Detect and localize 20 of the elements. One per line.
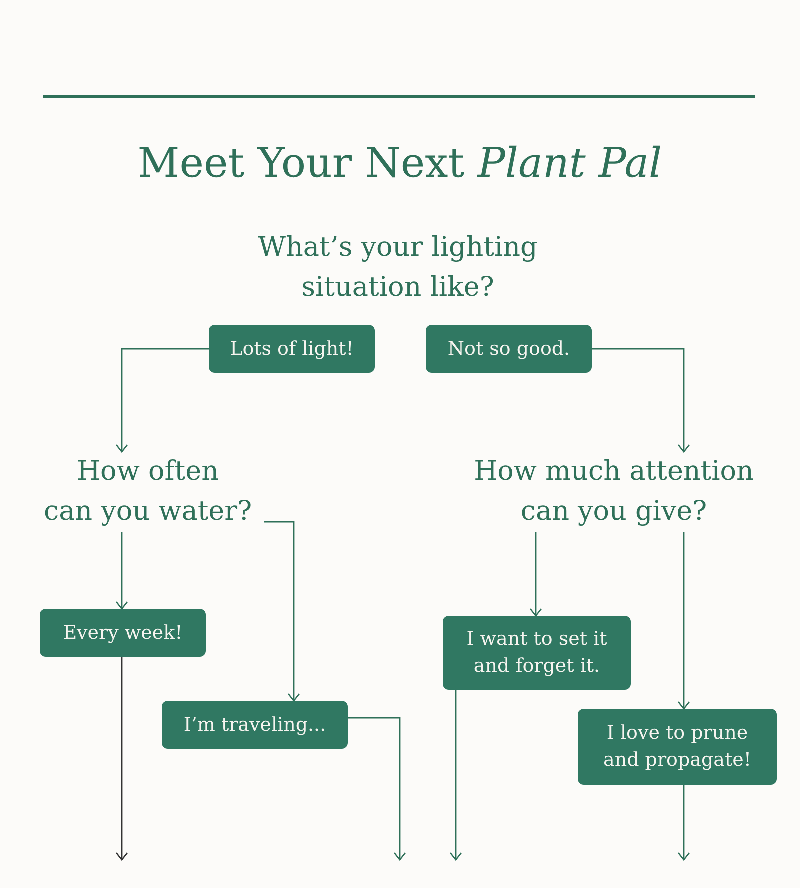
arrow <box>348 717 406 861</box>
answer-box: Lots of light! <box>209 325 375 373</box>
arrow <box>530 532 542 617</box>
answer-box: Not so good. <box>426 325 592 373</box>
arrow <box>678 785 690 861</box>
arrow <box>116 657 128 861</box>
arrow <box>116 532 128 610</box>
question-text: How often can you water? <box>32 452 264 532</box>
arrow <box>264 521 300 702</box>
arrow <box>450 690 462 861</box>
answer-box: I love to prune and propagate! <box>578 709 777 785</box>
arrow <box>592 348 690 453</box>
arrow <box>116 348 209 453</box>
question-text: What’s your lighting situation like? <box>228 228 568 308</box>
title: Meet Your Next Plant Pal <box>138 138 662 189</box>
arrow <box>678 532 690 710</box>
question-text: How much attention can you give? <box>458 452 770 532</box>
answer-box: I want to set it and forget it. <box>443 616 631 690</box>
answer-box: Every week! <box>40 609 206 657</box>
answer-box: I’m traveling... <box>162 701 348 749</box>
